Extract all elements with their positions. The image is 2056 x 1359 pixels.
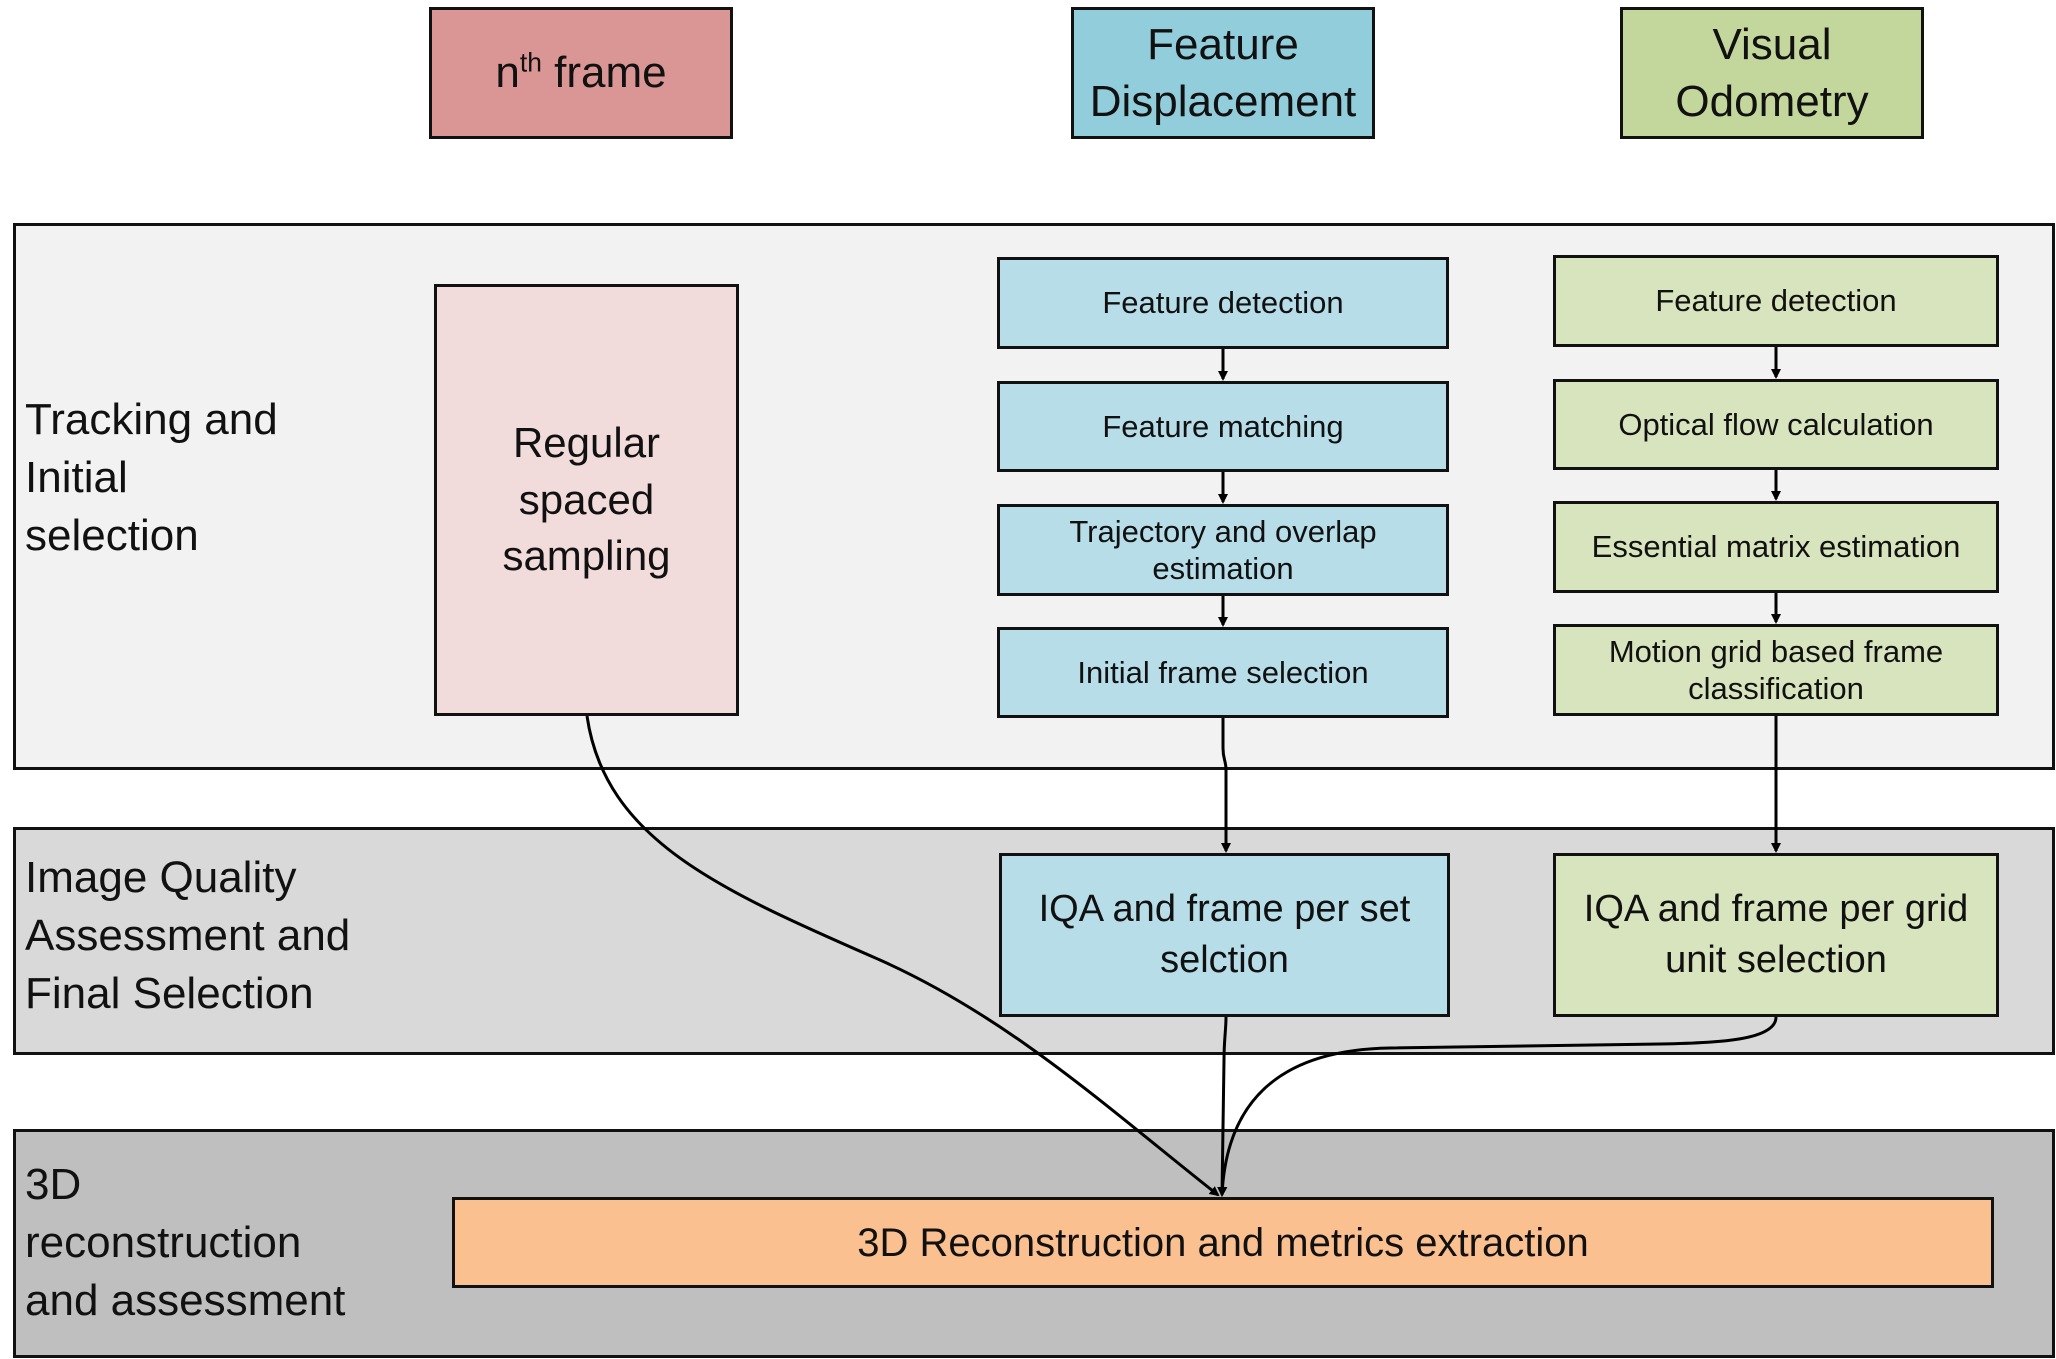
- fd-step-initial-selection: Initial frame selection: [997, 627, 1449, 718]
- reconstruction-box: 3D Reconstruction and metrics extraction: [452, 1197, 1994, 1288]
- fd-step-feature-matching: Feature matching: [997, 381, 1449, 472]
- vo-step-feature-detection: Feature detection: [1553, 255, 1999, 347]
- fd-step-feature-detection: Feature detection: [997, 257, 1449, 349]
- vo-step-essential-matrix: Essential matrix estimation: [1553, 501, 1999, 593]
- header-nth-frame: nth frame: [429, 7, 733, 139]
- vo-step-optical-flow: Optical flow calculation: [1553, 379, 1999, 470]
- header-nth-frame-label: nth frame: [495, 47, 667, 98]
